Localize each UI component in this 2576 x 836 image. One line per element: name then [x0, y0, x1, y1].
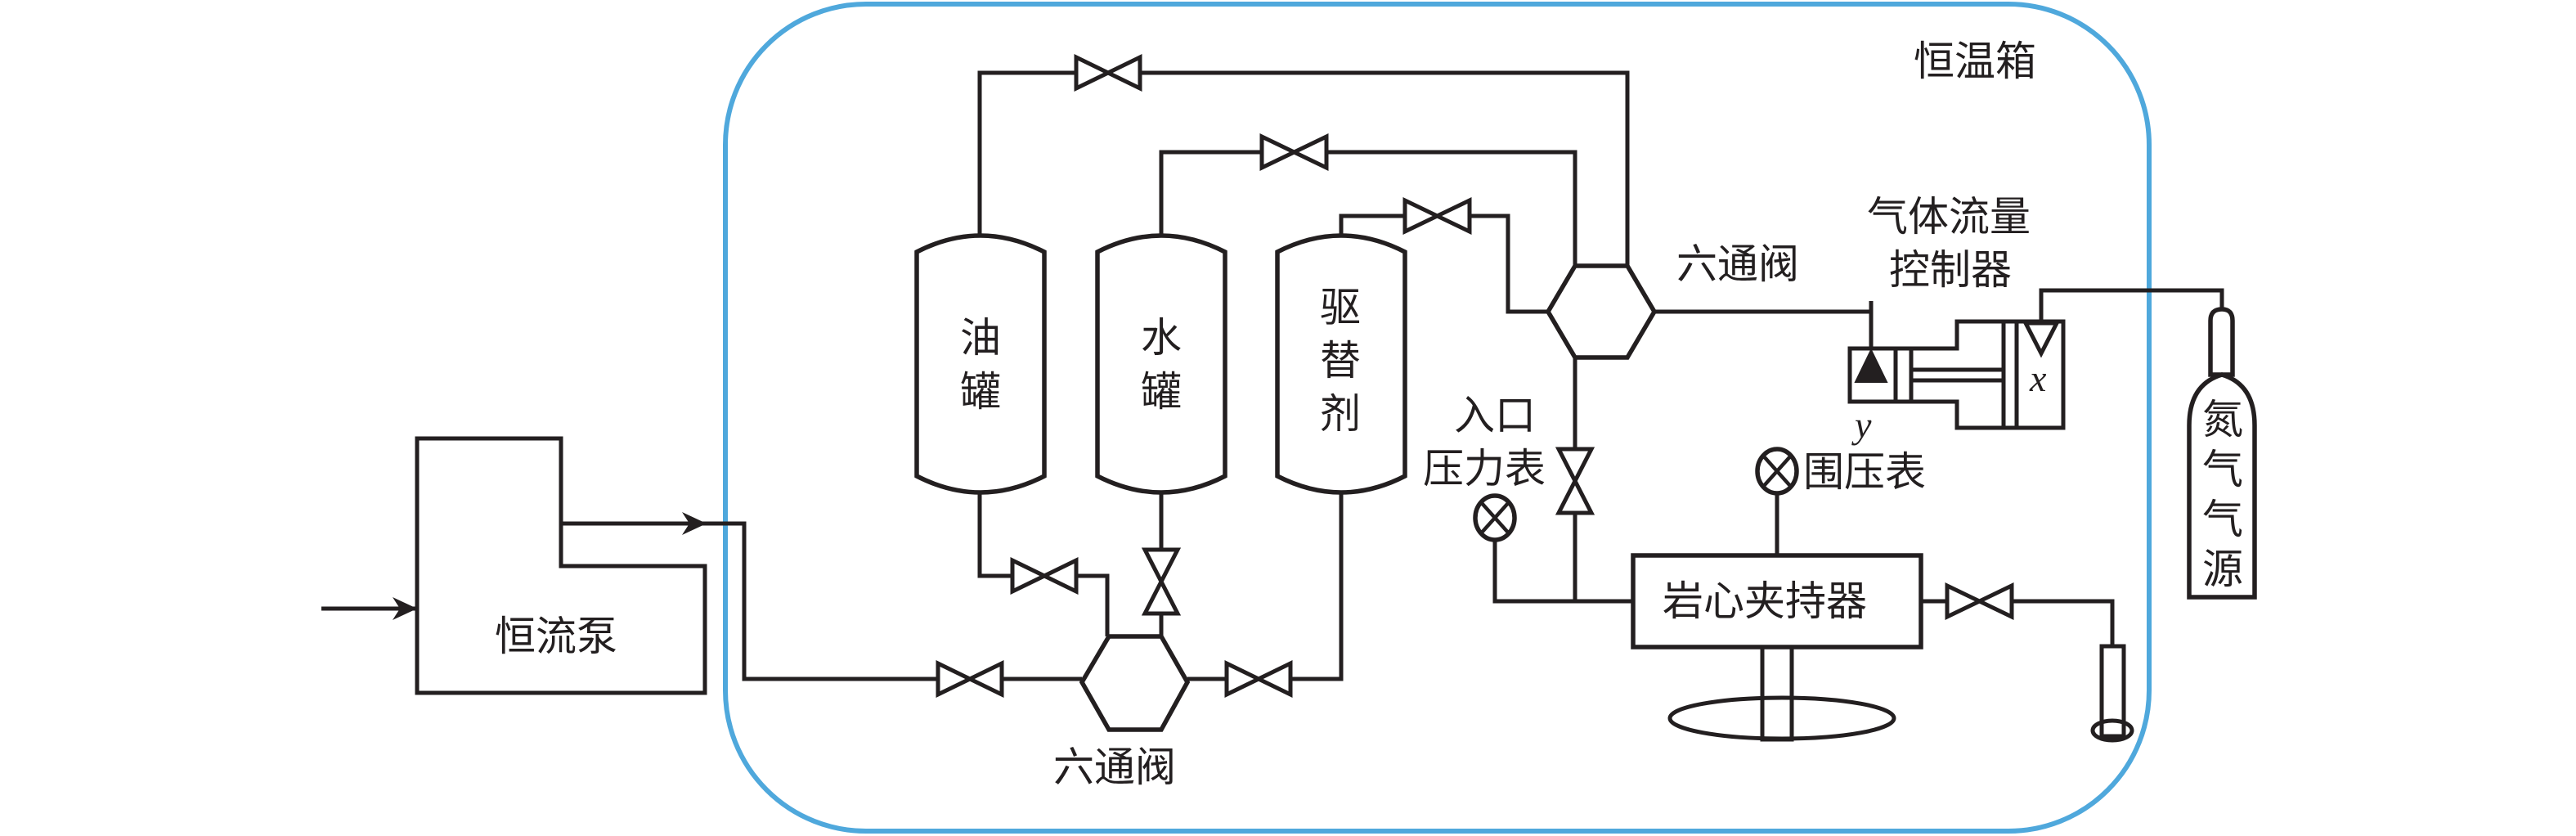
core-holder-label: 岩心夹持器 [1663, 578, 1867, 625]
valve-oil-top[interactable] [1074, 54, 1142, 92]
pipe-oil-top [977, 70, 1076, 236]
pipe-oil-bottom-2 [1076, 573, 1110, 636]
pipe-inlet-line [1492, 539, 1633, 604]
gas-flow-controller[interactable] [1847, 319, 2066, 430]
pipe-water-top-2 [1326, 150, 1577, 266]
pipe-displacer-top [1339, 213, 1405, 236]
valve-water-top[interactable] [1259, 133, 1329, 171]
thermostat-enclosure [723, 2, 2152, 834]
valve-pump-inlet[interactable] [936, 660, 1004, 698]
confining-pressure-gauge [1755, 447, 1799, 496]
core-holder-base [1667, 695, 1896, 741]
inlet-gauge-label-2: 压力表 [1423, 445, 1546, 492]
gas-flow-controller-label-2: 控制器 [1889, 246, 2012, 294]
inlet-gauge-label-1: 入口 [1454, 392, 1536, 439]
displacer-label-1: 驱 [1320, 284, 1361, 331]
nitrogen-cylinder: 氮 气 气 源 [2187, 307, 2257, 600]
pipe-displacer-bottom [1290, 492, 1344, 681]
confining-gauge-label: 围压表 [1803, 448, 1926, 496]
pipe-water-top [1159, 150, 1262, 236]
oil-tank-label-2: 罐 [960, 368, 1001, 416]
collector-test-tube [2090, 644, 2134, 743]
water-tank-label-2: 罐 [1141, 368, 1182, 416]
pipe-displacer-top-2 [1470, 213, 1548, 314]
oil-tank-label-1: 油 [960, 314, 1001, 362]
axis-y-label: y [1851, 404, 1872, 446]
displacement-agent-tank: 驱 替 剂 [1275, 233, 1407, 495]
controller-down-triangle-icon [2022, 321, 2061, 358]
axis-x-label: x [2029, 357, 2047, 399]
oil-tank: 油 罐 [914, 233, 1047, 495]
pipe-pump-to-six-way [703, 521, 938, 681]
valve-outlet[interactable] [1945, 582, 2014, 620]
water-tank-label-1: 水 [1141, 314, 1182, 362]
six-way-valve-bottom[interactable] [1079, 634, 1191, 732]
valve-water-bottom[interactable] [1141, 547, 1182, 616]
nitrogen-label-3: 气 [2202, 496, 2243, 543]
pipe-oil-top-2 [1140, 70, 1630, 266]
pipe-valve-to-tube [2012, 599, 2115, 646]
core-holder-stand [1760, 645, 1794, 742]
six-way-valve-top-label: 六通阀 [1676, 240, 1799, 288]
six-way-valve-bottom-label: 六通阀 [1053, 744, 1176, 791]
constant-flow-pump: 恒流泵 [415, 436, 707, 695]
water-tank: 水 罐 [1095, 233, 1227, 495]
displacer-label-3: 剂 [1320, 390, 1361, 438]
nitrogen-label-2: 气 [2202, 446, 2243, 493]
inlet-pressure-gauge [1473, 493, 1517, 542]
pipe-oil-bottom [977, 492, 1012, 578]
pipe-controller-to-nitrogen [2039, 288, 2224, 321]
displacer-label-2: 替 [1320, 337, 1361, 384]
nitrogen-label-1: 氮 [2202, 396, 2243, 443]
nitrogen-label-4: 源 [2202, 546, 2243, 593]
core-holder[interactable] [1631, 553, 1923, 649]
valve-oil-bottom[interactable] [1010, 557, 1079, 595]
thermostat-label: 恒温箱 [1914, 38, 2036, 85]
valve-displacer-bottom[interactable] [1224, 660, 1293, 698]
valve-displacer-top[interactable] [1402, 197, 1472, 235]
controller-up-triangle-icon [1854, 348, 1888, 383]
pump-label: 恒流泵 [495, 613, 617, 660]
six-way-valve-top[interactable] [1545, 263, 1658, 360]
gas-flow-controller-label-1: 气体流量 [1867, 193, 2031, 240]
valve-inlet-line[interactable] [1555, 447, 1595, 515]
